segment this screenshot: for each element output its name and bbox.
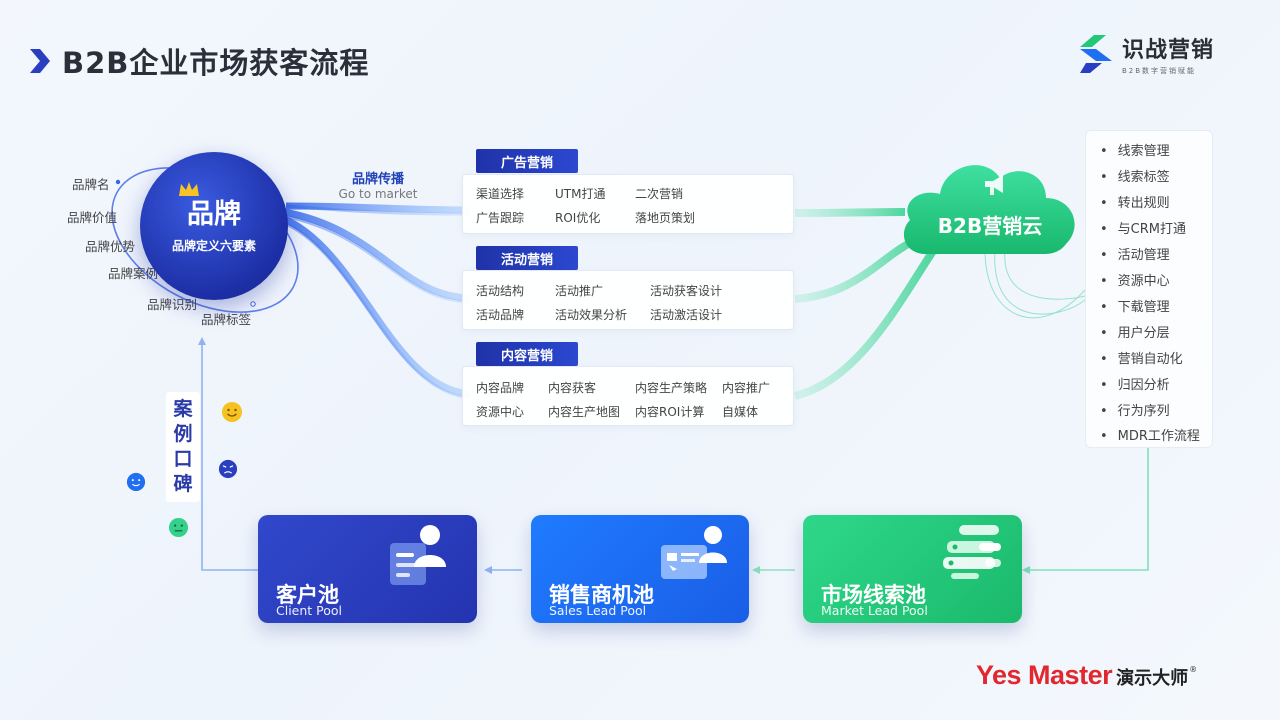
channel-item: 自媒体 — [722, 405, 759, 419]
brand-title: 品牌 — [187, 199, 241, 230]
channel-item: 活动品牌 — [476, 308, 525, 322]
brand-element: 品牌价值 — [67, 210, 118, 225]
channel-item: 内容生产地图 — [548, 405, 621, 419]
feature-item: 归因分析 — [1100, 374, 1170, 393]
feature-item: 线索标签 — [1100, 166, 1170, 185]
neutral-face-icon — [168, 517, 189, 538]
market-lead-pool-card[interactable]: 市场线索池 Market Lead Pool — [803, 515, 1022, 623]
channel-item: 活动推广 — [555, 284, 604, 298]
channel-item: 活动结构 — [476, 284, 525, 298]
feature-item: MDR工作流程 — [1100, 425, 1200, 444]
channel-item: 内容品牌 — [476, 381, 525, 395]
feature-item: 营销自动化 — [1100, 348, 1183, 367]
client-to-brand-line — [201, 345, 258, 571]
brand-to-channel-streams — [280, 202, 471, 400]
case-char: 碑 — [173, 473, 193, 495]
feature-item: 活动管理 — [1100, 244, 1170, 263]
brand-circle: 品牌 品牌定义六要素 — [140, 152, 288, 300]
pool-title: 客户池 — [276, 583, 339, 607]
feature-item: 与CRM打通 — [1100, 218, 1186, 237]
feature-item: 线索管理 — [1100, 140, 1170, 159]
brand-spread: 品牌传播 Go to market — [330, 168, 426, 201]
case-char: 例 — [173, 423, 193, 445]
logo-mark-icon — [1080, 35, 1112, 73]
feature-item: 用户分层 — [1100, 322, 1170, 341]
smiley-yellow-icon — [222, 402, 242, 422]
cloud-to-features-lines — [984, 249, 1086, 319]
feature-item: 行为序列 — [1100, 400, 1170, 419]
channel-item: 活动获客设计 — [650, 284, 723, 298]
channel-item: 活动效果分析 — [555, 308, 628, 322]
channel-item: 内容生产策略 — [635, 381, 708, 395]
channel-box-events — [462, 270, 794, 330]
feature-item: 转出规则 — [1100, 192, 1170, 211]
case-label: 案 例 口 碑 — [166, 392, 200, 502]
brand-element: 品牌案例 — [108, 266, 159, 281]
feature-item: 下载管理 — [1100, 296, 1170, 315]
smiley-blue-icon — [126, 472, 146, 492]
cloud-shape-icon — [903, 165, 1075, 254]
logo-name: 识战营销 — [1122, 38, 1215, 63]
pool-title: 销售商机池 — [549, 583, 654, 607]
pool-title: 市场线索池 — [821, 583, 926, 607]
crown-icon — [179, 182, 199, 196]
client-pool-card[interactable]: 客户池 Client Pool — [258, 515, 477, 623]
brand-element: 品牌识别 — [147, 297, 198, 312]
channel-item: 资源中心 — [476, 405, 525, 419]
channel-item: UTM打通 — [555, 187, 606, 201]
pool-subtitle: Market Lead Pool — [821, 603, 928, 618]
title-row: B2B企业市场获客流程 — [28, 40, 369, 82]
channel-tag-ads: 广告营销 — [476, 149, 578, 173]
brand-element: 品牌名 — [72, 177, 110, 192]
registered-mark: ® — [1189, 665, 1198, 674]
angry-face-icon — [218, 459, 238, 479]
brand-subtitle: 品牌定义六要素 — [171, 239, 256, 253]
channel-item: 活动激活设计 — [650, 308, 723, 322]
marketing-cloud: B2B营销云 — [896, 152, 1084, 258]
footer-brand-en: Yes Master — [976, 660, 1113, 690]
channel-item: 落地页策划 — [635, 211, 696, 225]
presentation-icon — [661, 526, 727, 579]
channel-item: 内容ROI计算 — [635, 405, 705, 419]
pool-subtitle: Client Pool — [276, 603, 343, 618]
megaphone-icon — [985, 175, 1003, 195]
case-char: 口 — [173, 448, 193, 470]
feature-item: 资源中心 — [1100, 270, 1170, 289]
channel-item: ROI优化 — [555, 211, 601, 225]
channel-box-content — [462, 366, 794, 426]
channel-item: 二次营销 — [635, 187, 684, 201]
cloud-label: B2B营销云 — [937, 214, 1043, 238]
client-icon — [390, 525, 446, 585]
sales-lead-pool-card[interactable]: 销售商机池 Sales Lead Pool — [531, 515, 749, 623]
page-title: B2B企业市场获客流程 — [62, 46, 370, 80]
channel-box-ads — [462, 174, 794, 234]
channel-item: 广告跟踪 — [476, 211, 525, 225]
footer-brand: Yes Master 演示大师 ® — [976, 660, 1197, 691]
channel-tag-content: 内容营销 — [476, 342, 578, 366]
channel-item: 渠道选择 — [476, 187, 525, 201]
case-char: 案 — [173, 398, 193, 420]
channel-item: 内容获客 — [548, 381, 597, 395]
pool-subtitle: Sales Lead Pool — [549, 603, 647, 618]
server-icon — [943, 525, 1001, 579]
features-panel: 线索管理 线索标签 转出规则 与CRM打通 活动管理 资源中心 下载管理 用户分… — [1085, 130, 1213, 448]
logo-tagline: B2B数字营销赋能 — [1122, 67, 1197, 75]
features-to-market-line — [1030, 448, 1149, 571]
brand-spread-subtitle: Go to market — [338, 187, 418, 201]
brand-element: 品牌优势 — [85, 239, 136, 254]
logo: 识战营销 B2B数字营销赋能 — [1076, 32, 1214, 76]
brand-element: 品牌标签 — [201, 312, 252, 327]
channel-item: 内容推广 — [722, 381, 771, 395]
chevron-right-icon — [30, 49, 50, 73]
channel-tag-events: 活动营销 — [476, 246, 578, 270]
brand-spread-title: 品牌传播 — [351, 172, 404, 187]
footer-brand-cn: 演示大师 — [1116, 668, 1189, 689]
